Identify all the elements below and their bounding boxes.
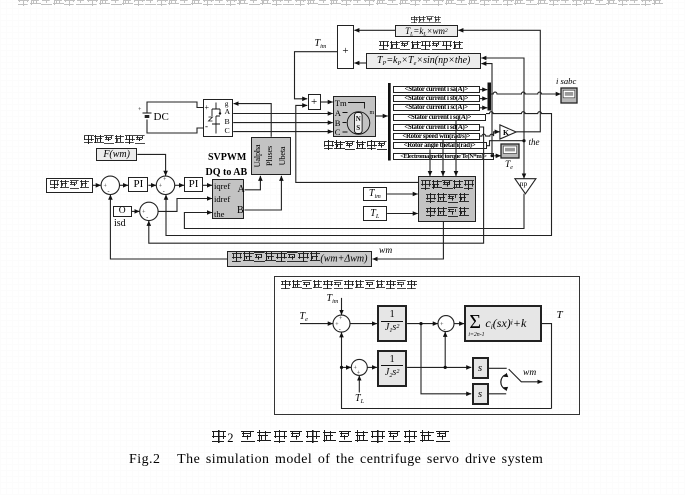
svg-text:+: + [354,366,358,372]
svg-text:+: + [440,322,444,328]
svg-text:+: + [142,210,146,216]
svg-text:+: + [163,177,167,183]
svg-text:+: + [159,184,163,190]
svg-text:N: N [356,115,361,123]
svg-text:-: - [444,327,446,333]
svg-text:+: + [104,184,108,190]
svg-text:-: - [146,215,148,221]
svg-text:np: np [520,179,528,188]
svg-text:S: S [356,124,360,132]
svg-text:-: - [108,189,110,195]
svg-text:-: - [339,327,341,333]
svg-text:+: + [138,107,142,113]
svg-text:+: + [335,322,339,328]
svg-text:-: - [163,189,165,195]
svg-text:K: K [503,128,509,137]
svg-text:+: + [339,316,343,322]
svg-text:+: + [357,371,361,377]
